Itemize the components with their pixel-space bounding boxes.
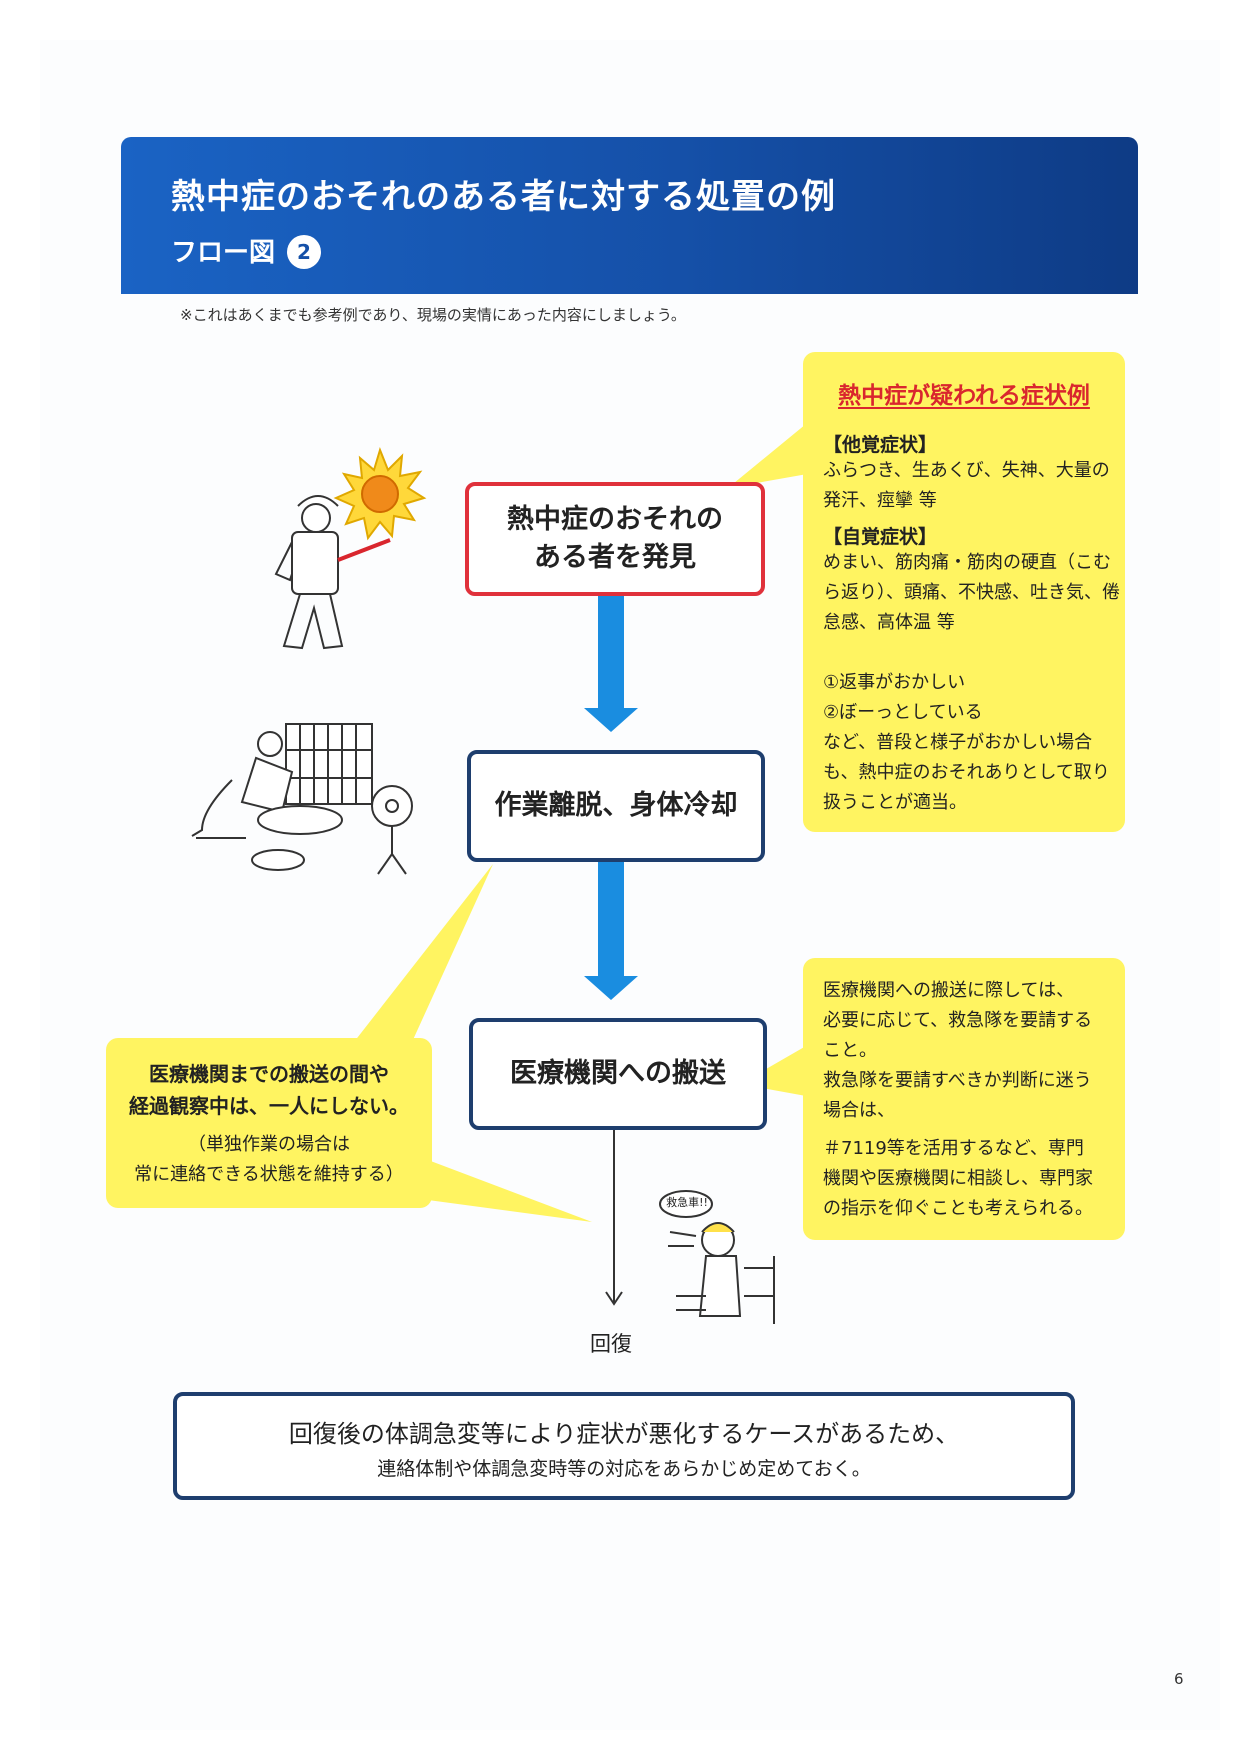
page-subtitle: フロー図 2 xyxy=(171,232,322,269)
header-banner: 熱中症のおそれのある者に対する処置の例 フロー図 2 xyxy=(121,137,1138,294)
symptoms-title: 熱中症が疑われる症状例 xyxy=(838,383,1090,409)
recovery-arrow xyxy=(605,1126,623,1306)
bottom-note-box: 回復後の体調急変等により症状が悪化するケースがあるため、 連絡体制や体調急変時等… xyxy=(173,1392,1075,1500)
flow-step-discover-line-1: 熱中症のおそれの xyxy=(507,504,723,536)
flow-step-cooling: 作業離脱、身体冷却 xyxy=(467,750,765,862)
flow-arrow-2 xyxy=(584,860,638,1000)
other-symptoms-line-2: ②ぼーっとしている xyxy=(823,702,983,723)
subtitle-text: フロー図 xyxy=(171,238,276,268)
objective-symptoms-line-2: 発汗、痙攣 等 xyxy=(823,490,937,511)
worker-calling-illustration xyxy=(659,1190,775,1324)
subjective-symptoms-heading: 【自覚症状】 xyxy=(823,526,938,548)
other-symptoms-line-5: 扱うことが適当。 xyxy=(823,792,967,813)
objective-symptoms-line-1: ふらつき、生あくび、失神、大量の xyxy=(823,460,1110,481)
transport-note-line-5: 場合は、 xyxy=(823,1100,895,1121)
ambulance-callout-text: 救急車!! xyxy=(666,1196,708,1209)
flow-step-discover-line-2: ある者を発見 xyxy=(534,542,696,573)
flow-number-badge: 2 xyxy=(287,235,322,269)
reference-note: ※これはあくまでも参考例であり、現場の実情にあった内容にしましょう。 xyxy=(180,306,686,324)
page-number: 6 xyxy=(1174,1670,1184,1688)
flow-arrow-1 xyxy=(584,592,638,732)
other-symptoms-line-3: など、普段と様子がおかしい場合 xyxy=(823,732,1093,753)
flow-step-transport: 医療機関への搬送 xyxy=(469,1018,767,1130)
flow-step-discover: 熱中症のおそれの ある者を発見 xyxy=(465,482,765,596)
other-symptoms-line-1: ①返事がおかしい xyxy=(823,672,966,693)
transport-note-line-8: の指示を仰ぐことも考えられる。 xyxy=(823,1198,1093,1219)
subjective-symptoms-line-3: 怠感、高体温 等 xyxy=(823,612,955,633)
page-title: 熱中症のおそれのある者に対する処置の例 xyxy=(171,177,836,217)
transport-note-line-7: 機関や医療機関に相談し、専門家 xyxy=(823,1168,1093,1189)
transport-note-line-6: ＃7119等を活用するなど、専門 xyxy=(823,1138,1084,1159)
bottom-note-line-2: 連絡体制や体調急変時等の対応をあらかじめ定めておく。 xyxy=(377,1458,871,1480)
watch-note-line-1: （単独作業の場合は xyxy=(188,1134,350,1155)
flow-end-recovery: 回復 xyxy=(590,1332,632,1356)
transport-note-line-1: 医療機関への搬送に際しては、 xyxy=(823,980,1075,1001)
watch-callout: 医療機関までの搬送の間や 経過観察中は、一人にしない。 （単独作業の場合は 常に… xyxy=(106,1038,432,1208)
watch-note-line-2: 常に連絡できる状態を維持する） xyxy=(134,1164,404,1185)
subjective-symptoms-line-1: めまい、筋肉痛・筋肉の硬直（こむ xyxy=(823,552,1111,573)
symptoms-callout: 熱中症が疑われる症状例 【他覚症状】 ふらつき、生あくび、失神、大量の 発汗、痙… xyxy=(803,352,1125,832)
watch-callout-tail-upper xyxy=(354,864,493,1042)
subjective-symptoms-line-2: ら返り）、頭痛、不快感、吐き気、倦 xyxy=(823,582,1120,603)
transport-note-line-4: 救急隊を要請すべきか判断に迷う xyxy=(823,1070,1092,1091)
watch-note-bold-line-2: 経過観察中は、一人にしない。 xyxy=(129,1094,409,1118)
transport-note-line-2: 必要に応じて、救急隊を要請する xyxy=(823,1010,1093,1031)
objective-symptoms-heading: 【他覚症状】 xyxy=(823,434,938,456)
bottom-note-line-1: 回復後の体調急変等により症状が悪化するケースがあるため、 xyxy=(288,1420,960,1448)
cooling-worker-illustration xyxy=(191,723,413,875)
transport-note-line-3: こと。 xyxy=(823,1040,877,1061)
watch-note-bold-line-1: 医療機関までの搬送の間や xyxy=(149,1062,389,1086)
transport-callout: 医療機関への搬送に際しては、 必要に応じて、救急隊を要請する こと。 救急隊を要… xyxy=(803,958,1125,1240)
worker-heatstroke-illustration xyxy=(274,446,427,650)
watch-callout-tail-lower xyxy=(428,1160,592,1222)
other-symptoms-line-4: も、熱中症のおそれありとして取り xyxy=(823,762,1110,783)
